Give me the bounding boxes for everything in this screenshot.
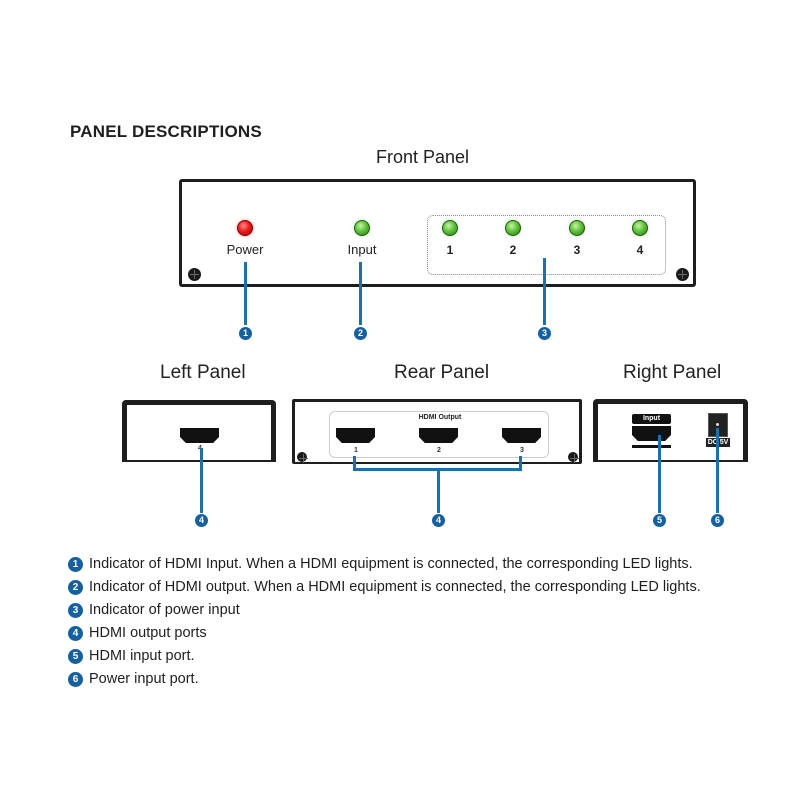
output-led-1 <box>442 220 458 236</box>
legend-badge-6: 6 <box>68 671 83 687</box>
legend-badge-2: 2 <box>68 579 83 595</box>
callout-badge-4-rear: 4 <box>432 514 445 527</box>
callout-bracket-right <box>519 456 522 470</box>
hdmi-port-icon <box>180 428 219 443</box>
input-port-label: Input <box>642 415 661 422</box>
hdmi-output-group <box>329 411 549 458</box>
callout-badge-5: 5 <box>653 514 666 527</box>
legend-item-1: 1 Indicator of HDMI Input. When a HDMI e… <box>68 556 693 572</box>
legend-text-5: HDMI input port. <box>89 648 195 664</box>
legend-item-2: 2 Indicator of HDMI output. When a HDMI … <box>68 579 701 595</box>
legend-badge-1: 1 <box>68 556 83 572</box>
output-led-2-label: 2 <box>509 243 517 257</box>
legend-item-3: 3 Indicator of power input <box>68 602 240 618</box>
legend-text-4: HDMI output ports <box>89 625 207 641</box>
callout-badge-2: 2 <box>354 327 367 340</box>
hdmi-output-port-3 <box>502 428 541 443</box>
right-panel-device: Input DC 5V <box>593 399 748 462</box>
input-led <box>354 220 370 236</box>
output-led-group <box>427 215 666 275</box>
rear-port-1-number: 1 <box>354 447 358 454</box>
screw-icon <box>188 268 201 281</box>
output-led-4-label: 4 <box>636 243 644 257</box>
screw-icon <box>676 268 689 281</box>
rear-port-2-number: 2 <box>437 447 441 454</box>
right-panel-label: Right Panel <box>623 362 722 383</box>
hdmi-input-port <box>632 426 671 441</box>
output-led-1-label: 1 <box>446 243 454 257</box>
legend-item-5: 5 HDMI input port. <box>68 648 195 664</box>
hdmi-input-underline <box>632 445 671 448</box>
screw-icon <box>568 452 579 463</box>
power-led-label: Power <box>226 242 264 257</box>
legend-badge-4: 4 <box>68 625 83 641</box>
callout-line-6 <box>716 428 719 513</box>
hdmi-output-port-1 <box>336 428 375 443</box>
callout-badge-4-left: 4 <box>195 514 208 527</box>
rear-panel-device: HDMI Output 1 2 3 <box>292 399 582 464</box>
rear-panel-label: Rear Panel <box>394 362 490 383</box>
callout-bracket-left <box>353 456 356 470</box>
input-led-label: Input <box>347 242 377 257</box>
callout-line-4-rear <box>437 468 440 513</box>
legend-text-6: Power input port. <box>89 671 199 687</box>
legend-text-2: Indicator of HDMI output. When a HDMI eq… <box>89 579 701 595</box>
legend-text-1: Indicator of HDMI Input. When a HDMI equ… <box>89 556 693 572</box>
rear-port-3-number: 3 <box>520 447 524 454</box>
callout-badge-3: 3 <box>538 327 551 340</box>
front-panel-label: Front Panel <box>376 147 470 167</box>
output-led-3 <box>569 220 585 236</box>
output-led-2 <box>505 220 521 236</box>
legend-item-6: 6 Power input port. <box>68 671 199 687</box>
callout-line-3 <box>543 258 546 325</box>
output-led-3-label: 3 <box>573 243 581 257</box>
hdmi-output-label: HDMI Output <box>418 414 462 421</box>
legend-badge-3: 3 <box>68 602 83 618</box>
left-panel-label: Left Panel <box>160 362 246 383</box>
callout-line-5 <box>658 435 661 513</box>
legend-item-4: 4 HDMI output ports <box>68 625 207 641</box>
hdmi-output-port-2 <box>419 428 458 443</box>
input-label-plate: Input <box>632 414 671 424</box>
legend-text-3: Indicator of power input <box>89 602 240 618</box>
callout-line-1 <box>244 262 247 325</box>
callout-line-2 <box>359 262 362 325</box>
left-panel-device: 4 <box>122 400 276 462</box>
front-panel-device: Power Input 1 2 3 4 <box>179 179 696 287</box>
callout-badge-1: 1 <box>239 327 252 340</box>
legend-badge-5: 5 <box>68 648 83 664</box>
callout-line-4-left <box>200 448 203 513</box>
dc-jack-pin <box>716 423 719 426</box>
callout-badge-6: 6 <box>711 514 724 527</box>
power-led <box>237 220 253 236</box>
output-led-4 <box>632 220 648 236</box>
section-title: PANEL DESCRIPTIONS <box>70 122 262 141</box>
screw-icon <box>297 452 308 463</box>
